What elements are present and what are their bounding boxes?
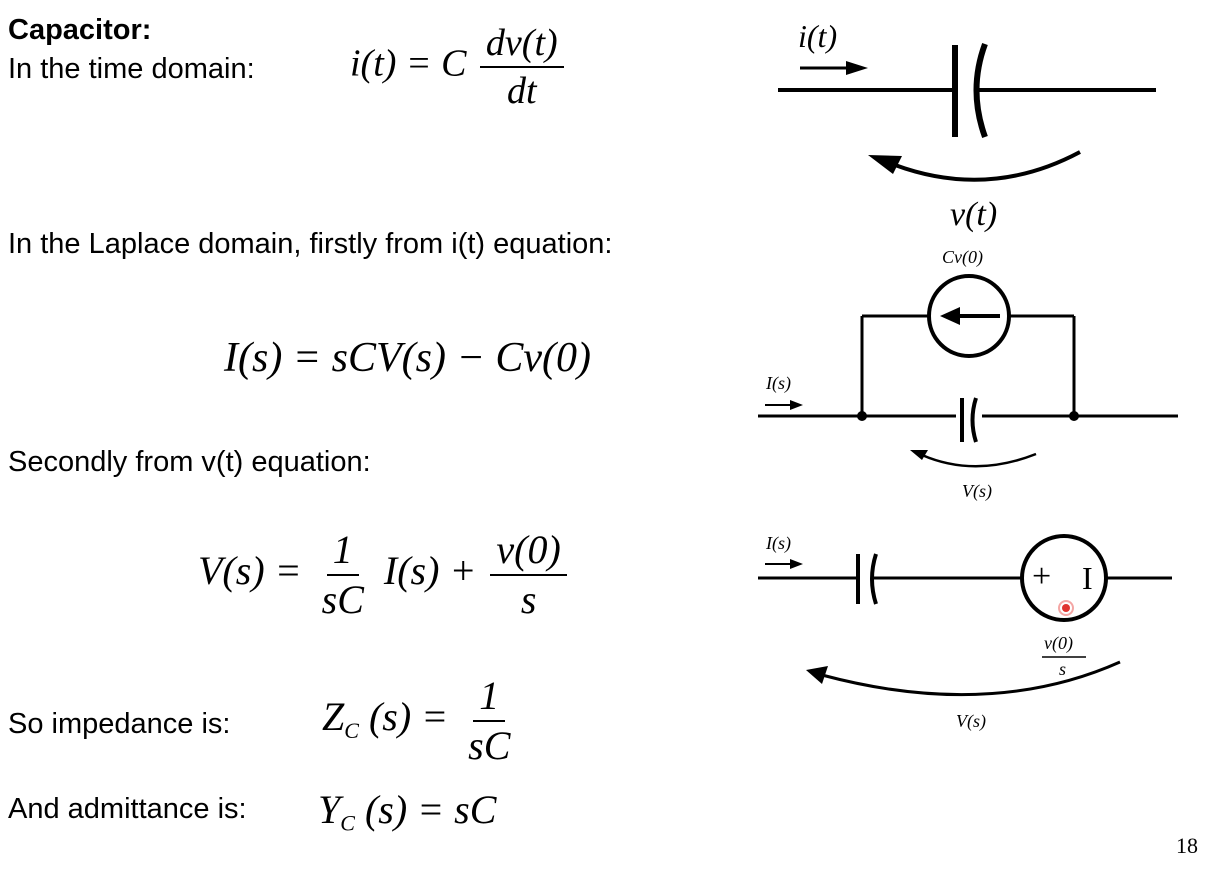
cursor-dot-icon	[1062, 604, 1070, 612]
z-rest: (s) =	[368, 694, 449, 740]
v-eq-fraction-2: v(0) s	[490, 530, 567, 622]
time-eq-lhs: i(t) = C	[350, 42, 467, 85]
v-eq-frac1-num: 1	[326, 530, 359, 576]
admittance-equation: YC (s) = sC	[318, 790, 496, 835]
v-eq-frac1-den: sC	[321, 577, 364, 622]
v-eq-fraction-1: 1 sC	[316, 530, 370, 620]
time-domain-equation: i(t) = C dv(t) dt	[350, 24, 568, 110]
v-eq-frac2-den: s	[520, 577, 537, 622]
time-domain-label: In the time domain:	[8, 53, 255, 85]
second-intro: Secondly from v(t) equation:	[8, 446, 371, 478]
v-eq-lhs: V(s) =	[198, 548, 302, 594]
circuit-1-current-label: i(t)	[798, 18, 838, 54]
impedance-label: So impedance is:	[8, 708, 231, 740]
circuit-1-voltage-label: v(t)	[950, 196, 998, 233]
circuit-3-minus-sign: I	[1082, 560, 1093, 596]
circuit-2-source-label: Cv(0)	[942, 247, 983, 267]
circuit-2-current-label: I(s)	[766, 373, 791, 393]
laplace-current-equation: I(s) = sCV(s) − Cv(0)	[224, 335, 591, 381]
y-lhs: Y	[318, 787, 341, 832]
page-number: 18	[1176, 833, 1198, 858]
circuit-2-parallel-model	[758, 274, 1178, 468]
impedance-equation: ZC (s) = 1 sC	[322, 676, 520, 766]
time-eq-denominator: dt	[507, 70, 537, 112]
v-eq-mid: I(s) +	[383, 548, 477, 594]
time-eq-fraction: dv(t) dt	[479, 24, 564, 112]
circuit-1-capacitor	[778, 42, 1156, 182]
slide-heading: Capacitor:	[8, 14, 152, 46]
z-denominator: sC	[468, 723, 511, 768]
laplace-intro: In the Laplace domain, firstly from i(t)…	[8, 228, 613, 260]
z-fraction: 1 sC	[462, 676, 516, 766]
y-rest: (s) = sC	[364, 787, 497, 832]
circuit-3-voltage-label: V(s)	[956, 711, 986, 731]
v-eq-frac2-num: v(0)	[490, 530, 567, 576]
admittance-label: And admittance is:	[8, 793, 247, 825]
circuit-3-source-numerator: v(0)	[1044, 633, 1073, 653]
z-subscript: C	[344, 717, 359, 743]
time-eq-numerator: dv(t)	[479, 24, 564, 68]
y-subscript: C	[340, 810, 355, 836]
laplace-voltage-equation: V(s) = 1 sC I(s) + v(0) s	[198, 530, 571, 620]
circuit-3-current-label: I(s)	[766, 533, 791, 553]
circuit-2-voltage-label: V(s)	[962, 481, 992, 501]
z-lhs: Z	[322, 694, 345, 740]
z-numerator: 1	[473, 676, 506, 722]
circuit-3-source-denominator: s	[1059, 659, 1067, 679]
circuit-3-series-model	[758, 534, 1172, 697]
circuit-3-plus-sign: +	[1032, 558, 1052, 595]
